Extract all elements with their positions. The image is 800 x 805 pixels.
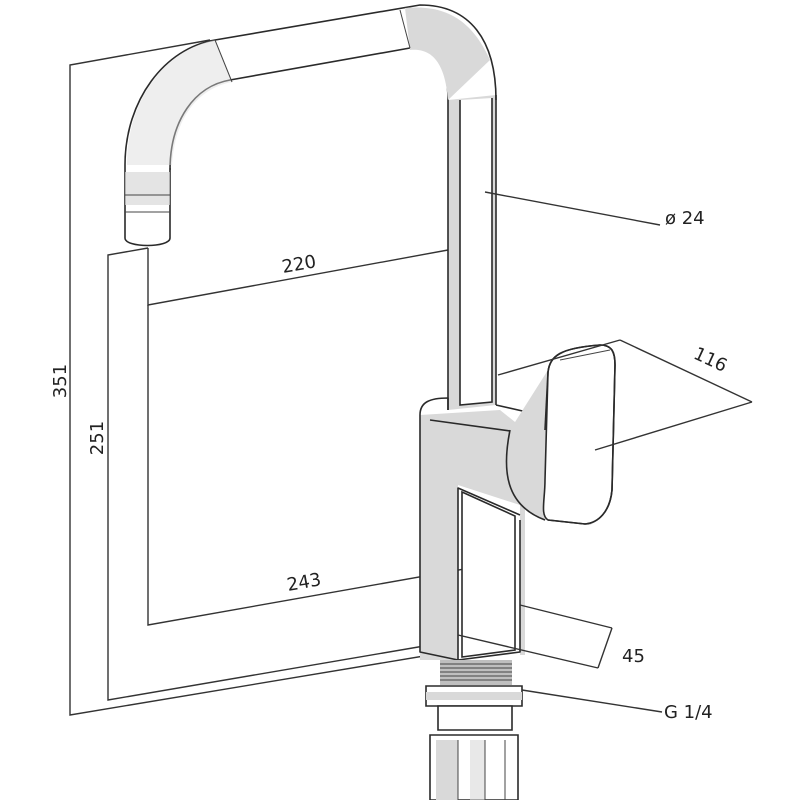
dim-116-label: 116: [690, 343, 730, 377]
faucet-connection: [425, 660, 523, 801]
dim-351-label: 351: [50, 364, 71, 398]
dim-251-label: 251: [87, 421, 108, 455]
height-dimension-lines: [69, 39, 516, 716]
faucet-spout: [124, 4, 497, 410]
faucet-handle: [505, 344, 616, 525]
dim-diameter-label: ø 24: [665, 208, 705, 229]
dim-220-label: 220: [280, 251, 317, 278]
dim-thread-label: G 1/4: [664, 702, 713, 723]
dim-243-label: 243: [285, 569, 322, 596]
leader-lines: [457, 191, 753, 713]
dim-45-label: 45: [622, 646, 645, 667]
